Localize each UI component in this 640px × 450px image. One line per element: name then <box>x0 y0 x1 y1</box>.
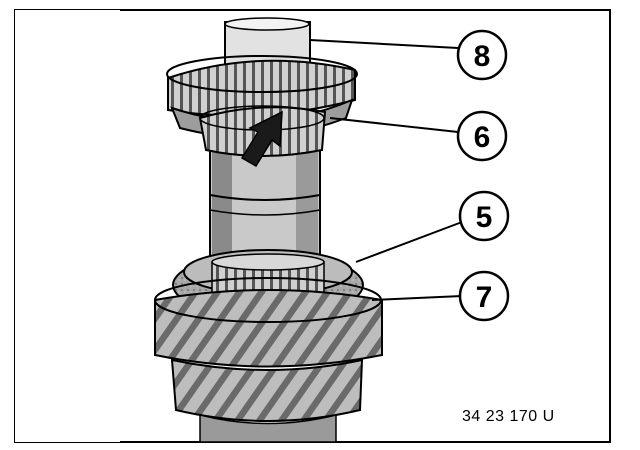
leader-8 <box>309 39 459 49</box>
callout-6: 6 <box>456 110 508 162</box>
leader-6 <box>329 117 459 133</box>
svg-text:7: 7 <box>476 281 493 314</box>
callout-5: 5 <box>458 190 510 242</box>
leader-5 <box>355 221 463 263</box>
callout-7: 7 <box>458 270 510 322</box>
leader-lines <box>309 39 463 301</box>
figure-code: 34 23 170 U <box>462 408 555 425</box>
leader-7 <box>371 295 463 301</box>
svg-text:6: 6 <box>474 121 491 154</box>
background-stand <box>15 10 120 442</box>
svg-text:5: 5 <box>476 201 493 234</box>
callout-8: 8 <box>456 29 508 81</box>
shaft <box>209 17 321 266</box>
direction-arrow <box>240 110 283 168</box>
svg-text:8: 8 <box>474 40 491 73</box>
helical-gear <box>154 277 383 443</box>
